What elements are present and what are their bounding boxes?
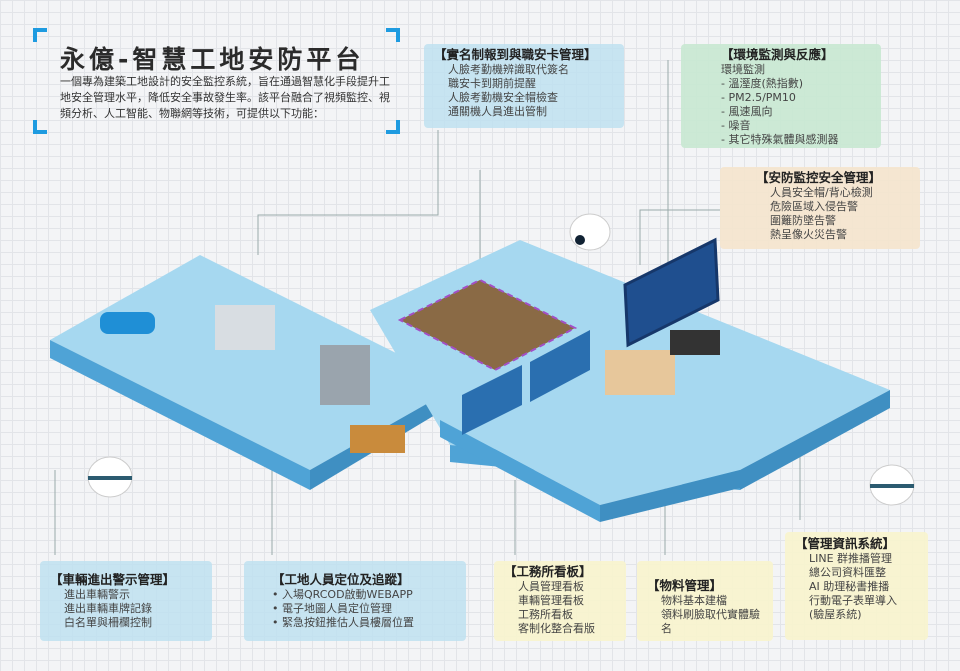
box-item: 人員安全帽/背心檢測 [770, 186, 873, 199]
box-item: 物料基本建檔 [661, 594, 727, 607]
box-item: 熱呈像火災告警 [770, 228, 847, 241]
box-item: 領料刷臉取代實體驗名 [661, 608, 760, 635]
intro-text: 一個專為建築工地設計的安全監控系統，旨在通過智慧化手段提升工地安全管理水平，降低… [60, 75, 390, 120]
box-item: 人臉考勤機辨識取代簽名 [448, 63, 569, 76]
box-item: • 緊急按鈕推估人員樓層位置 [272, 616, 414, 629]
box-item: - 溫溼度(熱指數) [721, 77, 804, 90]
box-item: 圍籬防墜告警 [770, 214, 836, 227]
box-item: 進出車輛警示 [64, 588, 130, 601]
box-item: LINE 群推播管理 [809, 552, 893, 565]
box-environment: 【環境監測與反應】 環境監測 - 溫溼度(熱指數) - PM2.5/PM10 -… [681, 44, 881, 148]
bracket-corner [386, 120, 400, 134]
box-mis: 【管理資訊系統】 LINE 群推播管理 總公司資料匯整 AI 助理秘書推播 行動… [785, 532, 928, 640]
box-title: 【管理資訊系統】 [795, 536, 896, 551]
page-title: 永億-智慧工地安防平台 [60, 45, 365, 74]
box-title: 【工地人員定位及追蹤】 [272, 572, 410, 587]
box-title: 【物料管理】 [647, 578, 723, 593]
box-item: - 其它特殊氣體與感測器 [721, 133, 839, 146]
box-title: 【安防監控安全管理】 [756, 170, 882, 185]
box-item: - 風速風向 [721, 105, 773, 118]
box-item: 總公司資料匯整 [809, 566, 886, 579]
box-item: 客制化整合看版 [518, 622, 595, 635]
bracket-corner [386, 28, 400, 42]
box-item: - 噪音 [721, 119, 751, 132]
box-item: 行動電子表單導入 [809, 594, 897, 607]
box-item: • 電子地圖人員定位管理 [272, 602, 392, 615]
box-title: 【工務所看板】 [504, 564, 592, 579]
box-item: 職安卡到期前提醒 [448, 77, 536, 90]
box-security: 【安防監控安全管理】 人員安全帽/背心檢測 危險區域入侵告警 圍籬防墜告警 熱呈… [720, 167, 920, 249]
box-item: 白名單與柵欄控制 [64, 616, 152, 629]
box-item: 工務所看板 [518, 608, 573, 621]
box-attendance: 【實名制報到與職安卡管理】 人臉考勤機辨識取代簽名 職安卡到期前提醒 人臉考勤機… [424, 44, 624, 128]
box-item: 進出車輛車牌記錄 [64, 602, 152, 615]
box-item: 通關機人員進出管制 [448, 105, 547, 118]
box-item: 環境監測 [721, 63, 765, 76]
box-item: 危險區域入侵告警 [770, 200, 858, 213]
box-item: 人員管理看板 [518, 580, 584, 593]
callout-lines [54, 60, 801, 555]
box-item: • 入場QRCOD啟動WEBAPP [272, 588, 413, 601]
box-item: 人臉考勤機安全帽檢查 [448, 91, 558, 104]
bracket-corner [33, 120, 47, 134]
box-vehicle: 【車輛進出警示管理】 進出車輛警示 進出車輛車牌記錄 白名單與柵欄控制 [40, 561, 212, 641]
box-item: - PM2.5/PM10 [721, 91, 796, 104]
box-office-board: 【工務所看板】 人員管理看板 車輛管理看板 工務所看板 客制化整合看版 [494, 561, 626, 641]
box-item: (驗屋系統) [809, 608, 862, 621]
box-item: AI 助理秘書推播 [809, 580, 890, 593]
box-title: 【環境監測與反應】 [721, 47, 834, 62]
box-materials: 【物料管理】 物料基本建檔 領料刷臉取代實體驗名 [637, 561, 773, 641]
box-positioning: 【工地人員定位及追蹤】 • 入場QRCOD啟動WEBAPP • 電子地圖人員定位… [244, 561, 466, 641]
bracket-corner [33, 28, 47, 42]
box-title: 【車輛進出警示管理】 [50, 572, 176, 587]
box-title: 【實名制報到與職安卡管理】 [434, 47, 597, 62]
box-item: 車輛管理看板 [518, 594, 584, 607]
platform [50, 237, 890, 522]
camera-icons [87, 213, 915, 506]
